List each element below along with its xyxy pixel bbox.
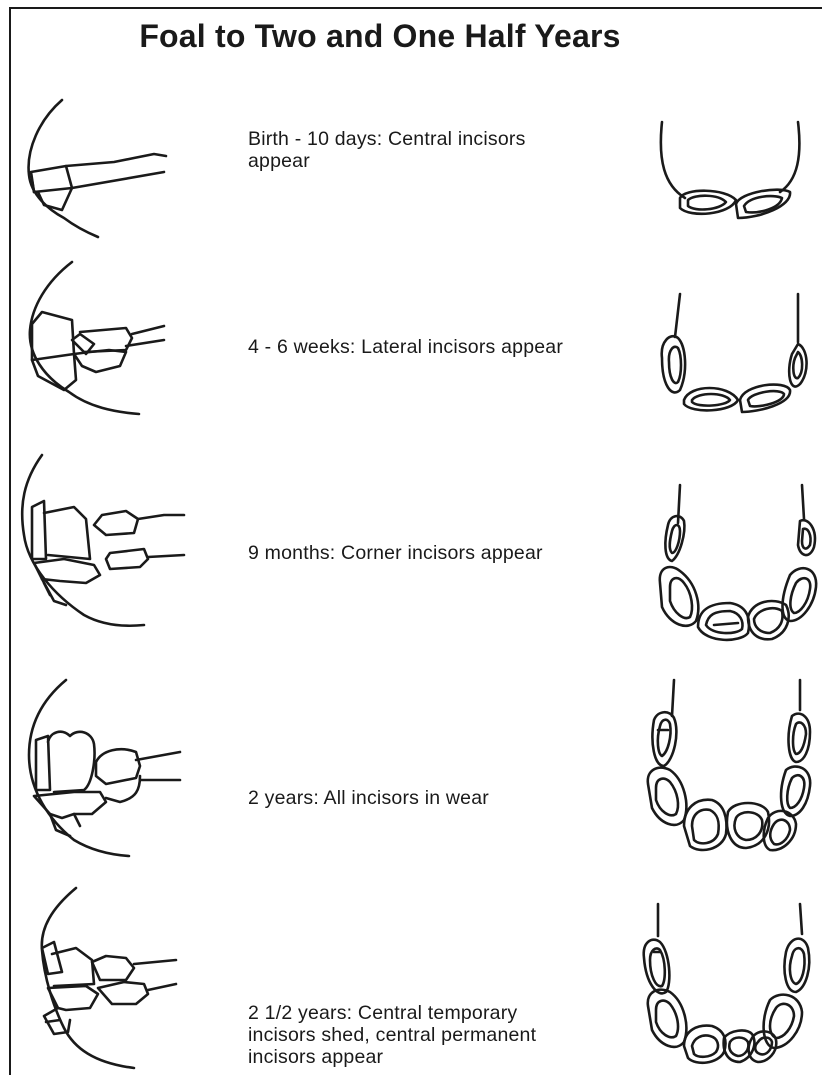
side-view-illustration — [14, 455, 194, 635]
page-title: Foal to Two and One Half Years — [0, 18, 760, 55]
stage-caption: 2 years: All incisors in wear — [248, 787, 489, 809]
stage-row-2-half-years: 2 1/2 years: Central temporary incisors … — [0, 888, 822, 1075]
stage-row-birth: Birth - 10 days: Central incisors appear — [0, 100, 822, 250]
stage-row-4-6-weeks: 4 - 6 weeks: Lateral incisors appear — [0, 262, 822, 422]
stage-caption: 9 months: Corner incisors appear — [248, 542, 543, 564]
side-view-illustration — [14, 888, 194, 1075]
side-view-illustration — [14, 262, 184, 422]
side-view-illustration — [14, 100, 184, 250]
front-view-illustration — [640, 888, 822, 1075]
side-view-illustration — [14, 680, 194, 870]
stage-caption: Birth - 10 days: Central incisors appear — [248, 128, 526, 172]
front-view-illustration — [640, 262, 810, 422]
stage-row-2-years: 2 years: All incisors in wear — [0, 680, 822, 870]
front-view-illustration — [640, 680, 822, 870]
front-view-illustration — [640, 100, 810, 250]
stage-caption: 4 - 6 weeks: Lateral incisors appear — [248, 336, 563, 358]
stage-row-9-months: 9 months: Corner incisors appear — [0, 455, 822, 635]
front-view-illustration — [640, 455, 822, 635]
stage-caption: 2 1/2 years: Central temporary incisors … — [248, 1002, 536, 1068]
